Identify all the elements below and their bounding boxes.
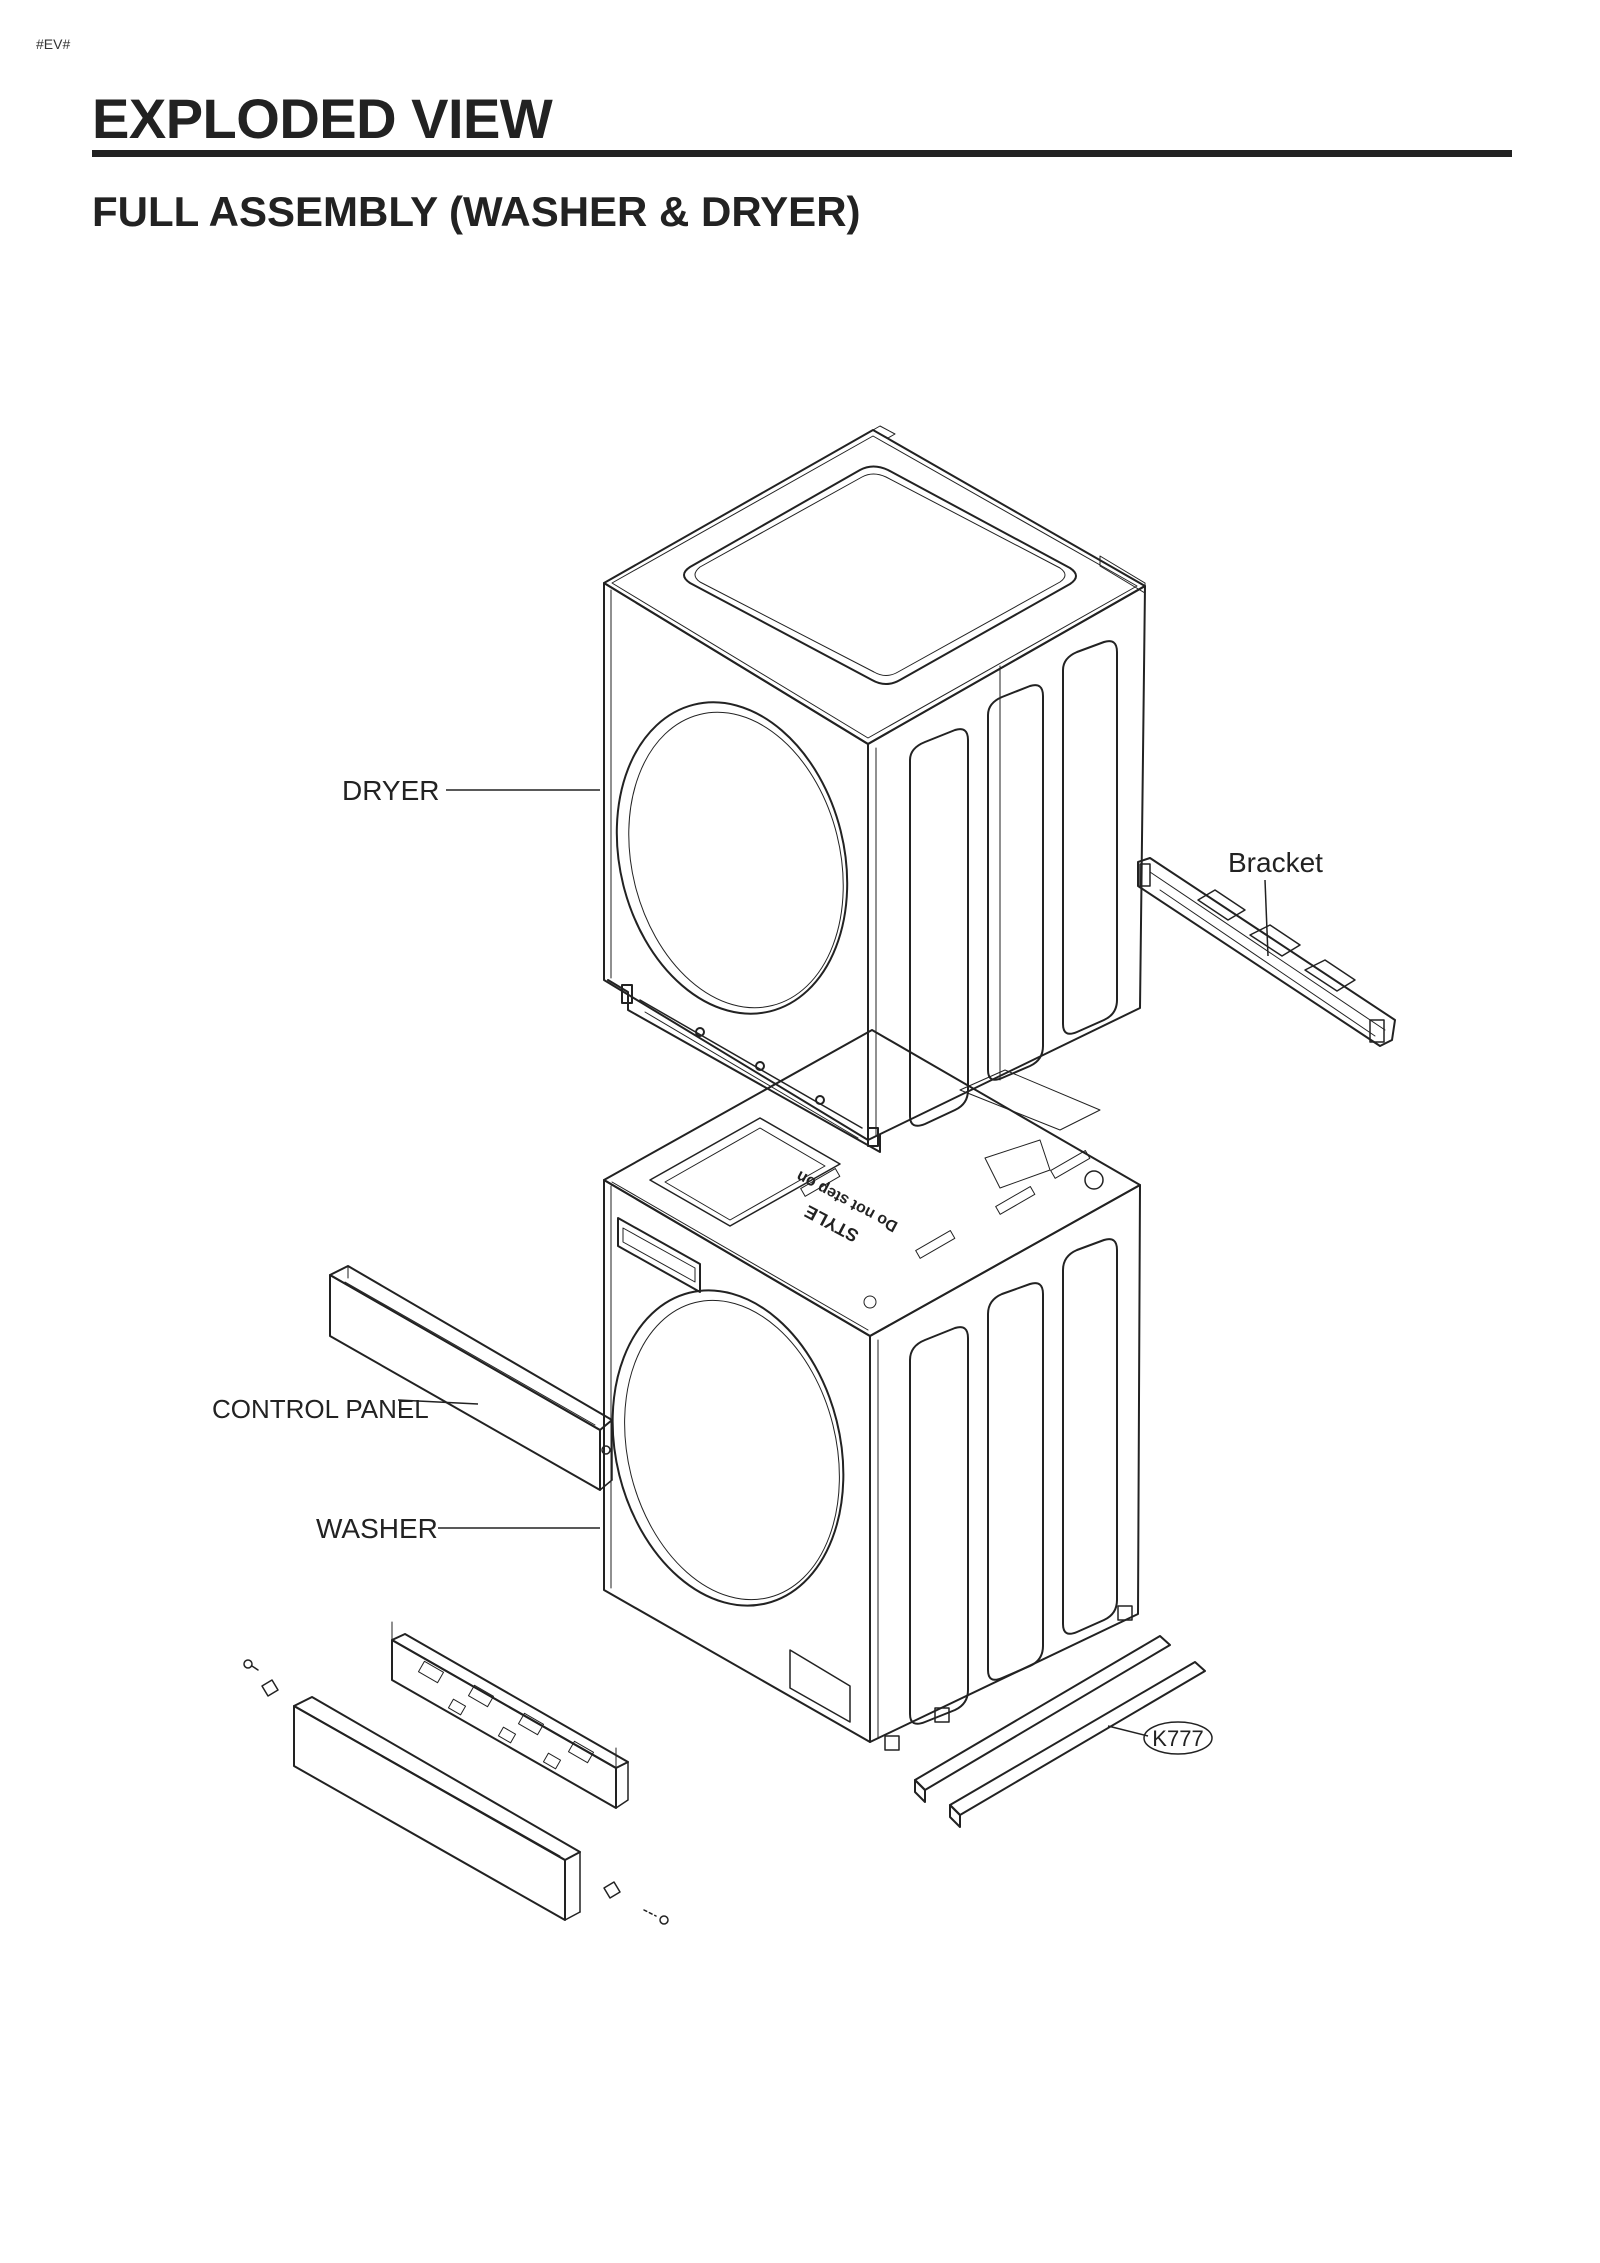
dryer-top-panel [683,465,1077,685]
washer-side [869,1184,1141,1743]
spacer-rails [914,1635,1206,1828]
label-dryer: DRYER [342,775,440,806]
dryer-side [867,585,1146,1141]
washer-rib-1 [909,1326,969,1725]
label-washer: WASHER [316,1513,438,1544]
screw-left [243,1659,279,1697]
washer-unit [603,1029,1141,1751]
lower-panel-part [293,1696,581,1921]
dryer-rib-1 [909,728,969,1127]
washer-rib-3 [1062,1238,1118,1635]
washer-front [603,1179,871,1743]
washer-top [603,1029,1141,1337]
page-title: EXPLODED VIEW [92,87,553,150]
page-tag: #EV# [36,36,71,52]
detergent-drawer [617,1217,701,1293]
dryer-front [603,582,869,1141]
dryer-rib-3 [1062,640,1118,1035]
washer-rib-2 [987,1282,1044,1681]
control-panel-part [329,1265,613,1491]
service-panel [789,1649,851,1723]
kit-code-oval [1143,1721,1213,1755]
pcb-part [391,1621,629,1809]
callout-leaders [397,789,1269,1755]
label-control-panel: CONTROL PANEL [212,1394,429,1424]
washer-door [611,1289,845,1607]
title-rule [92,150,1512,157]
dryer-unit [603,425,1146,1153]
bracket-part [1137,857,1396,1047]
screw-right [603,1881,669,1925]
section-title: FULL ASSEMBLY (WASHER & DRYER) [92,188,861,235]
label-bracket: Bracket [1228,847,1323,878]
label-kit-code: K777 [1152,1726,1203,1751]
dryer-rib-2 [987,684,1044,1081]
washer-top-decal: STYLE Do not step on [794,1167,901,1246]
dryer-door [615,701,849,1015]
